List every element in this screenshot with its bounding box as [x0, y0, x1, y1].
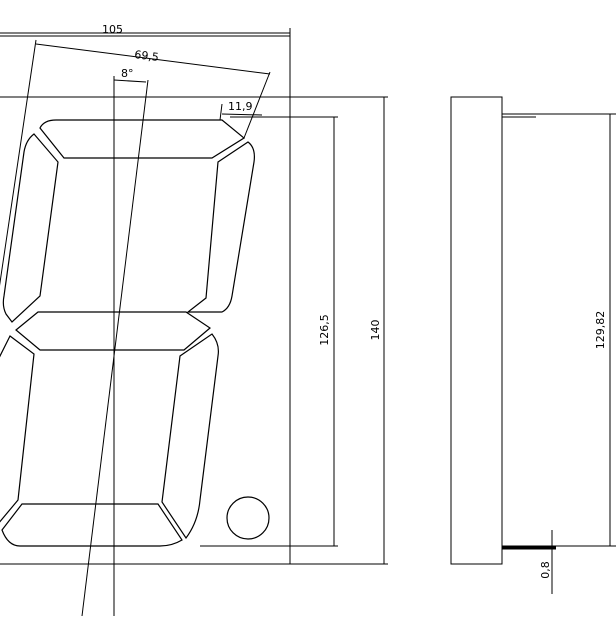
slant-lines	[0, 39, 271, 617]
dim-total-height-label: 140	[369, 320, 382, 341]
dim-digit-height: 126,5	[318, 117, 335, 546]
dim-segment-offset: 11,9	[221, 100, 263, 116]
dim-total-height: 140	[369, 97, 385, 564]
dim-segment-offset-label: 11,9	[228, 100, 253, 113]
segment-c	[161, 333, 219, 540]
side-view	[450, 96, 616, 565]
dim-slant-angle-label: 8°	[121, 67, 134, 80]
front-view	[0, 32, 388, 565]
dim-pin-thickness: 0,8	[539, 530, 553, 594]
dim-total-width: 105	[0, 23, 291, 42]
dim-pin-thickness-label: 0,8	[539, 561, 552, 579]
segment-b	[186, 141, 255, 313]
segment-a	[39, 119, 246, 159]
dim-total-width-label: 105	[102, 23, 123, 36]
decimal-point	[226, 496, 270, 540]
dim-side-height-label: 129,82	[594, 311, 607, 350]
segment-e	[0, 335, 35, 523]
dim-digit-width-label: 69,5	[134, 48, 160, 64]
dim-slant-angle: 8°	[113, 67, 147, 83]
dim-side-height: 129,82	[594, 114, 611, 546]
segment-f	[2, 133, 59, 323]
segment-d	[1, 503, 183, 547]
segment-g	[15, 311, 211, 351]
dim-digit-width: 69,5	[35, 43, 271, 75]
side-body-outline	[450, 96, 503, 565]
dim-digit-height-label: 126,5	[318, 314, 331, 346]
seven-segment-digit	[0, 119, 270, 547]
